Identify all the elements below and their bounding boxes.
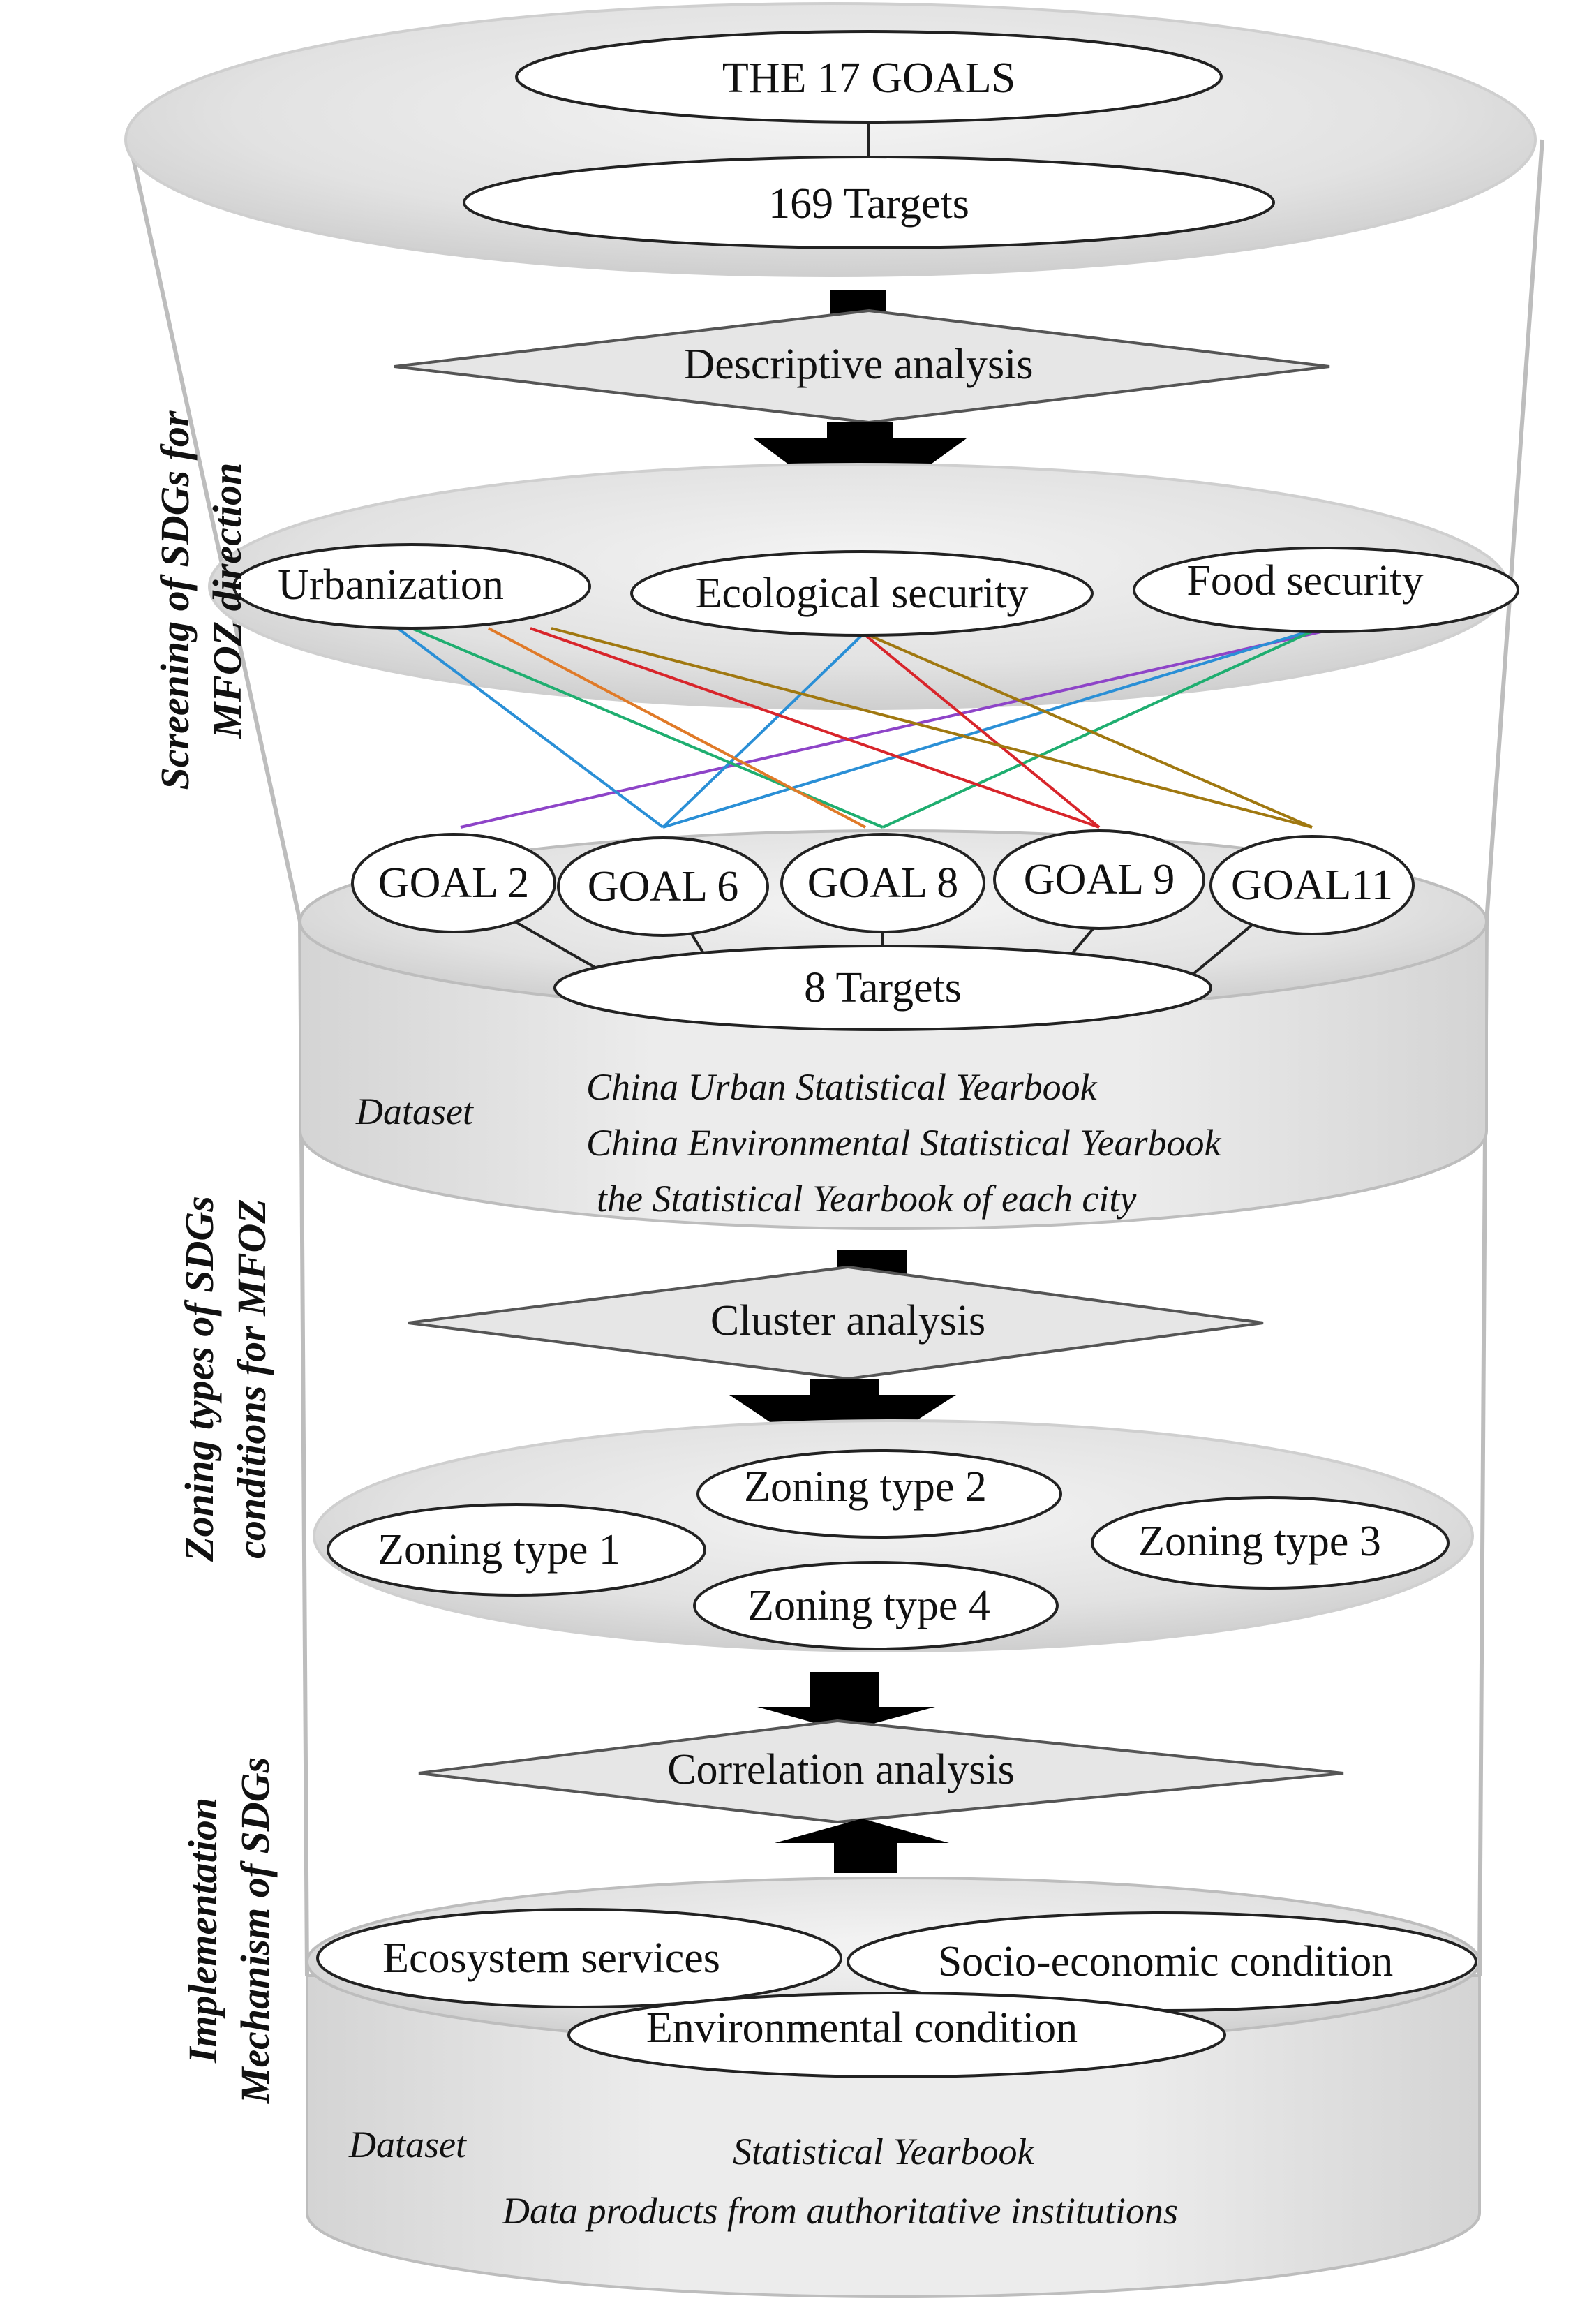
zoning-type-4-oval xyxy=(693,1561,1059,1650)
zoning-type-2-label: Zoning type 2 xyxy=(744,1463,987,1511)
goals-label: THE 17 GOALS xyxy=(722,54,1015,102)
link-eco-goal9 xyxy=(864,634,1101,829)
goal-8-oval xyxy=(780,833,985,933)
section-title-implementation: Implementation Mechanism of SDGs xyxy=(180,1757,278,2104)
direction-food-security xyxy=(1133,547,1519,633)
direction-ecological-security xyxy=(630,550,1094,637)
goal-2-label: GOAL 2 xyxy=(378,859,529,907)
svg-text:Implementation: Implementation xyxy=(180,1798,225,2064)
dataset-1-label: Dataset xyxy=(355,1090,475,1132)
goal-11-oval xyxy=(1209,835,1415,935)
link-urban-goal11 xyxy=(551,627,1313,829)
targets8-label: 8 Targets xyxy=(804,964,962,1012)
goals-oval xyxy=(515,30,1223,124)
goal-6-label: GOAL 6 xyxy=(588,863,738,910)
dataset-1-source-1: China Urban Statistical Yearbook xyxy=(586,1066,1098,1108)
arrow-up-1 xyxy=(775,1819,949,1873)
descriptive-analysis-label: Descriptive analysis xyxy=(683,341,1033,388)
goal-links xyxy=(396,627,1337,829)
zoning-type-2-oval xyxy=(696,1449,1062,1539)
condition-environmental-label: Environmental condition xyxy=(646,2004,1078,2052)
svg-text:Screening of SDGs for: Screening of SDGs for xyxy=(152,410,198,790)
cluster-analysis-label: Cluster analysis xyxy=(710,1297,985,1345)
link-urban-goal8-b xyxy=(488,627,866,829)
link-eco-goal11 xyxy=(868,634,1313,829)
goal-6-oval xyxy=(557,836,769,937)
goal-2-oval xyxy=(351,833,556,933)
dataset-2-source-1: Statistical Yearbook xyxy=(733,2131,1035,2173)
svg-text:MFOZ direction: MFOZ direction xyxy=(204,463,250,739)
targets169-oval xyxy=(463,156,1275,249)
link-urban-goal6 xyxy=(396,627,664,829)
svg-text:conditions for MFOZ: conditions for MFOZ xyxy=(229,1199,274,1559)
link-food-goal6 xyxy=(662,627,1320,829)
correlation-analysis-diamond xyxy=(418,1719,1344,1824)
direction-urbanization-label: Urbanization xyxy=(278,561,504,609)
arrow-down-3 xyxy=(757,1672,935,1731)
dataset-2-label: Dataset xyxy=(348,2124,468,2166)
direction-ecological-security-label: Ecological security xyxy=(696,570,1029,617)
direction-urbanization xyxy=(232,543,591,630)
link-eco-goal6 xyxy=(662,634,863,829)
targets8-oval xyxy=(553,945,1212,1031)
condition-environmental-oval xyxy=(567,1992,1226,2078)
goal-9-label: GOAL 9 xyxy=(1024,856,1175,903)
section-title-screening: Screening of SDGs for MFOZ direction xyxy=(152,410,250,790)
zoning-type-1-oval xyxy=(327,1503,706,1597)
link-urban-goal9 xyxy=(530,627,1100,829)
link-food-goal2 xyxy=(460,627,1337,829)
condition-socioeconomic-label: Socio-economic condition xyxy=(938,1938,1394,1985)
section-title-zoning: Zoning types of SDGs conditions for MFOZ xyxy=(177,1196,274,1562)
correlation-analysis-label: Correlation analysis xyxy=(667,1746,1015,1793)
condition-ecosystem-oval xyxy=(316,1908,842,2008)
goal-8-label: GOAL 8 xyxy=(807,859,958,907)
link-food-goal8 xyxy=(882,627,1320,829)
zoning-type-4-label: Zoning type 4 xyxy=(747,1582,990,1629)
dataset-1-source-3: the Statistical Yearbook of each city xyxy=(597,1178,1136,1220)
zoning-type-1-label: Zoning type 1 xyxy=(378,1526,620,1574)
direction-food-security-label: Food security xyxy=(1186,557,1423,605)
dataset-1-source-2: China Environmental Statistical Yearbook xyxy=(586,1122,1222,1164)
goal-11-label: GOAL11 xyxy=(1231,861,1393,909)
zoning-type-3-label: Zoning type 3 xyxy=(1138,1518,1381,1565)
targets169-label: 169 Targets xyxy=(768,180,969,228)
condition-ecosystem-label: Ecosystem services xyxy=(382,1934,720,1982)
svg-text:Zoning types of SDGs: Zoning types of SDGs xyxy=(177,1196,222,1562)
goal-9-oval xyxy=(993,829,1205,930)
zoning-type-3-oval xyxy=(1091,1496,1450,1590)
dataset-2-source-2: Data products from authoritative institu… xyxy=(502,2190,1178,2232)
svg-text:Mechanism of SDGs: Mechanism of SDGs xyxy=(232,1757,278,2104)
